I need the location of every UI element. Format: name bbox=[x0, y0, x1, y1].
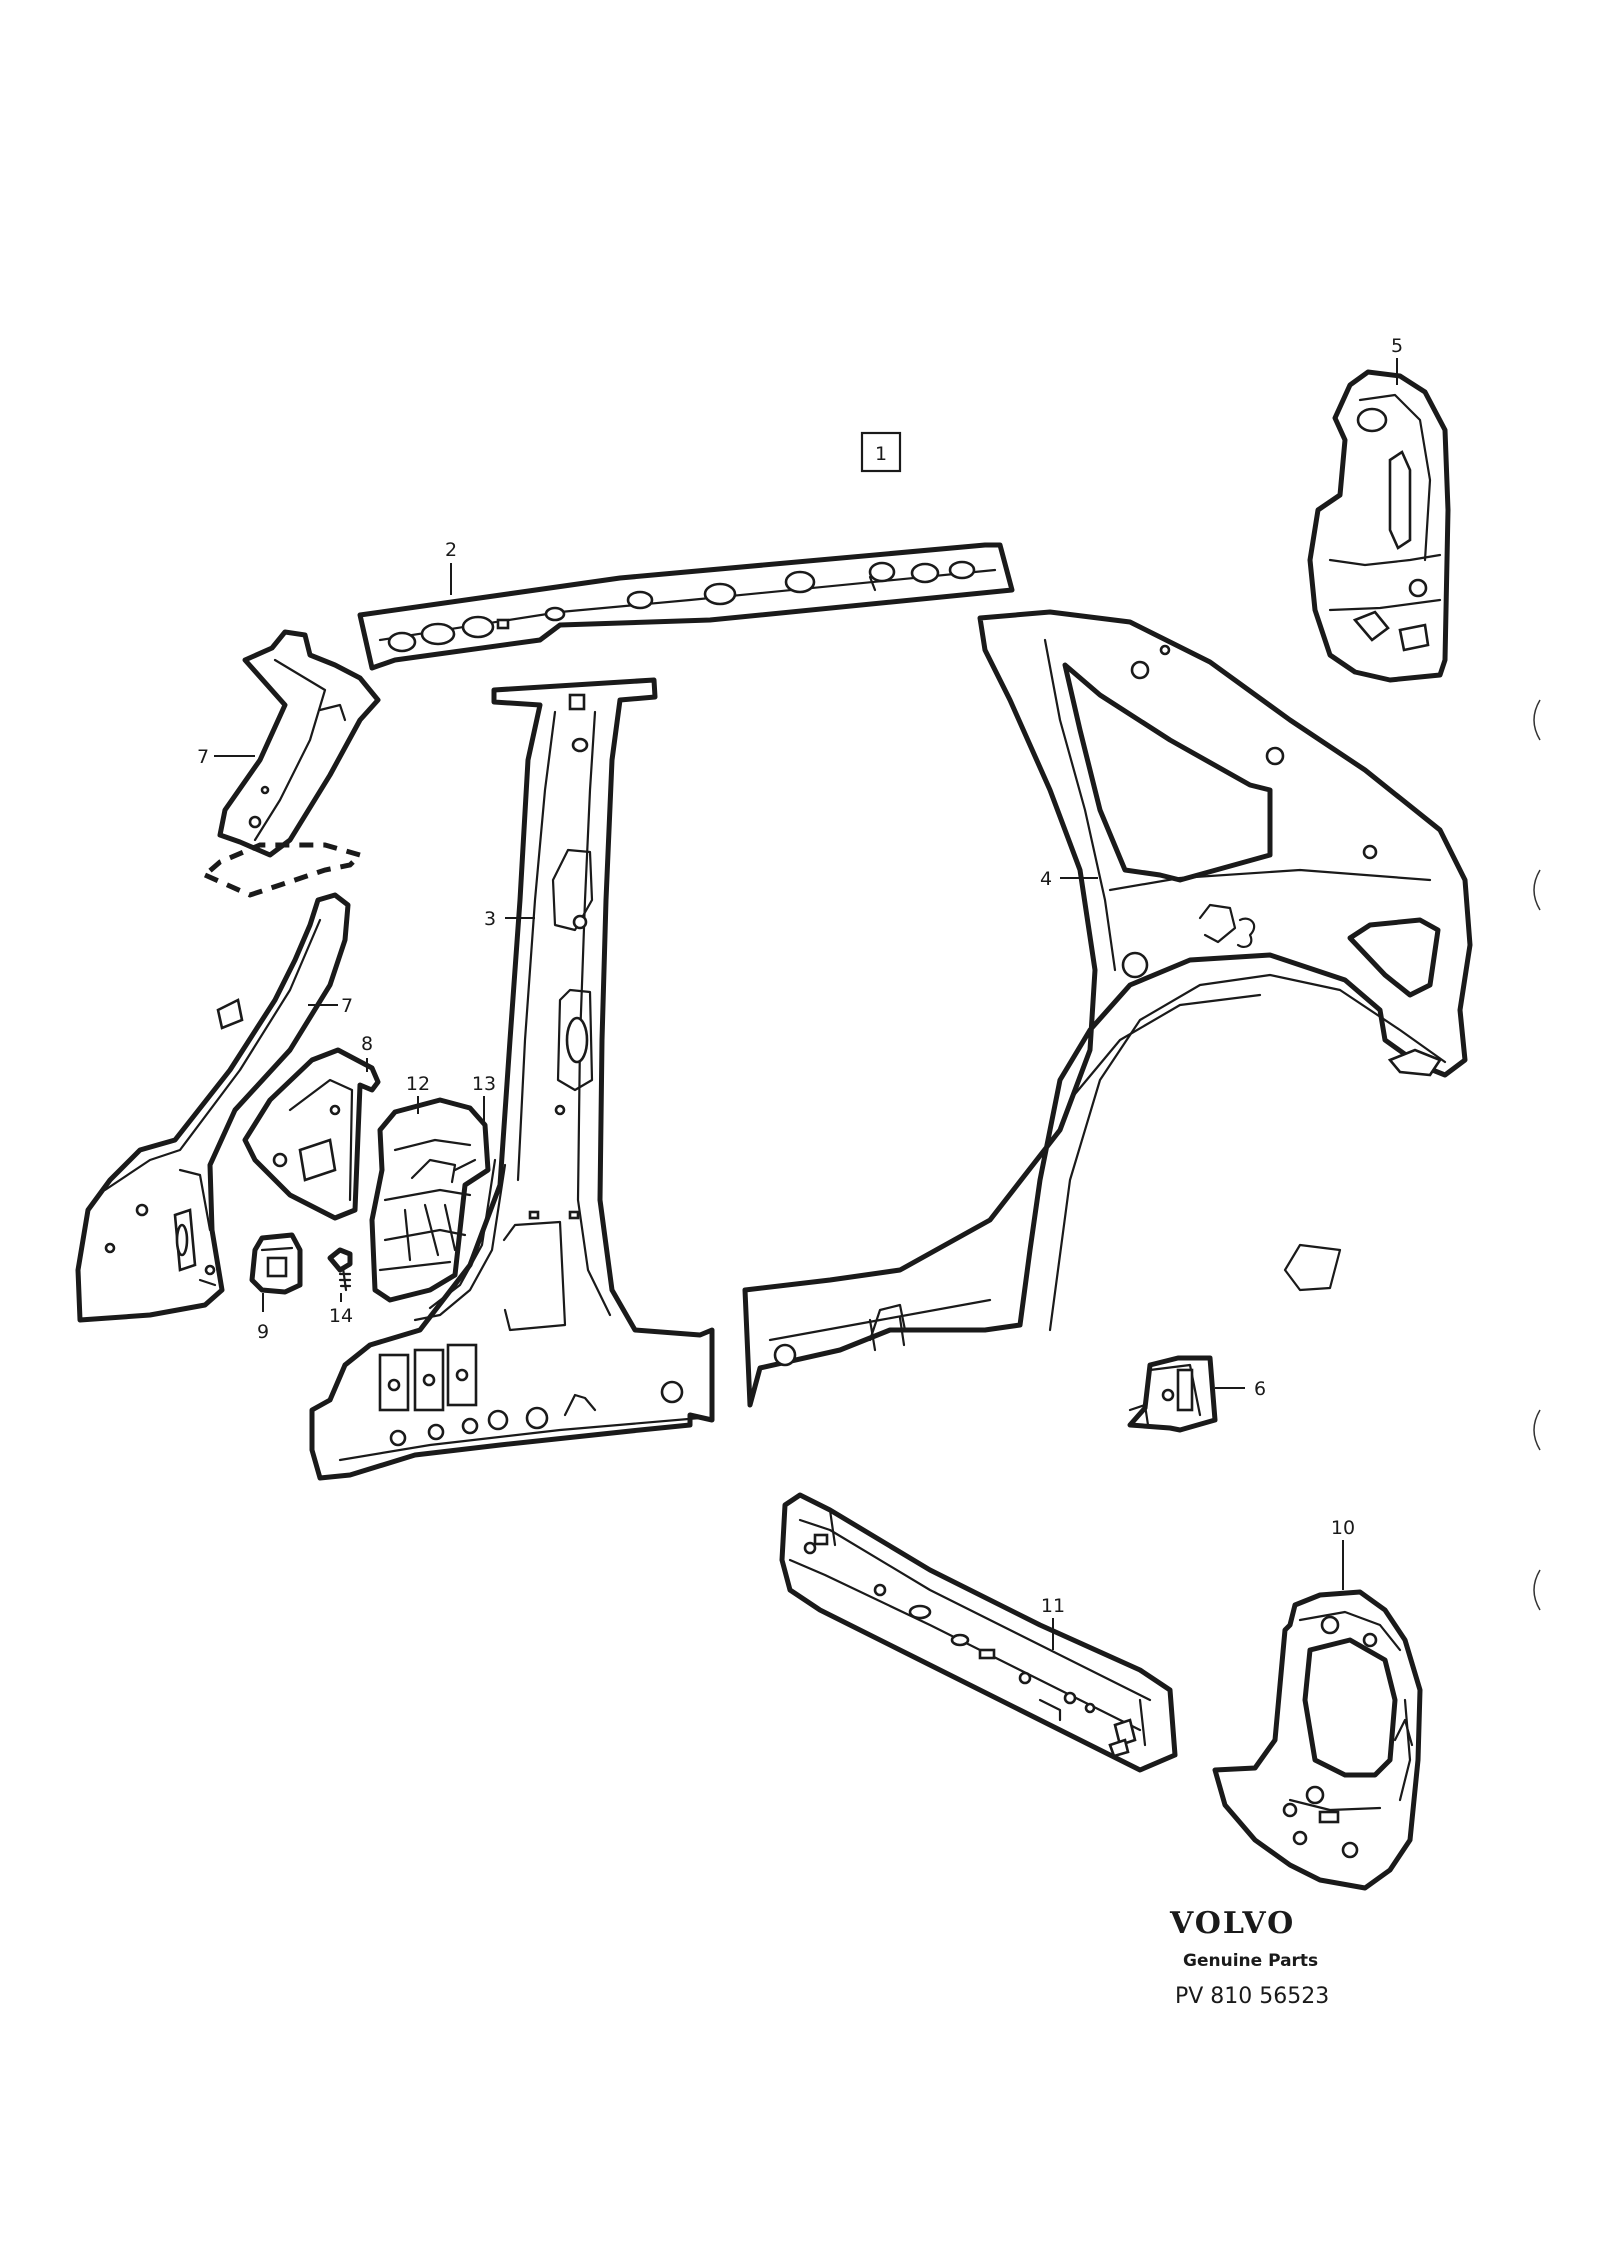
callout-10: 10 bbox=[1331, 1517, 1355, 1539]
part-10-rear-inner-panel[interactable] bbox=[1212, 1589, 1423, 1891]
callout-2: 2 bbox=[445, 539, 457, 561]
part-12-reinforcement[interactable] bbox=[369, 1097, 491, 1303]
part-2-roof-rail[interactable] bbox=[357, 542, 1015, 671]
part-14-bolt[interactable] bbox=[327, 1247, 353, 1292]
callout-13: 13 bbox=[472, 1073, 496, 1095]
callout-8: 8 bbox=[361, 1033, 373, 1055]
callout-9: 9 bbox=[257, 1321, 269, 1343]
branding-block: VOLVO Genuine Parts PV 810 56523 bbox=[1169, 1906, 1329, 2009]
volvo-logo: VOLVO bbox=[1169, 1906, 1295, 1941]
group-reference-number: 1 bbox=[875, 443, 887, 465]
dashed-connector bbox=[200, 842, 365, 898]
callout-7-lower: 7 bbox=[341, 995, 353, 1017]
part-6-small-bracket[interactable] bbox=[1127, 1355, 1218, 1433]
part-7-a-pillar-upper[interactable] bbox=[217, 629, 381, 858]
callout-14: 14 bbox=[329, 1305, 353, 1327]
part-5-rear-bracket[interactable] bbox=[1307, 369, 1451, 683]
callout-6: 6 bbox=[1254, 1378, 1266, 1400]
leader-lines bbox=[214, 358, 1398, 1650]
part-11-sill-panel[interactable] bbox=[779, 1492, 1178, 1773]
part-sheet-code: PV 810 56523 bbox=[1175, 1984, 1329, 2009]
margin-marks bbox=[1533, 699, 1541, 1611]
callout-3: 3 bbox=[484, 908, 496, 930]
callout-11: 11 bbox=[1041, 1595, 1065, 1617]
part-13-seal-strip[interactable] bbox=[413, 1158, 507, 1322]
part-9-clip[interactable] bbox=[249, 1232, 303, 1295]
callout-7-upper: 7 bbox=[197, 746, 209, 768]
part-4-rear-quarter-panel[interactable] bbox=[742, 609, 1473, 1408]
part-8-bracket[interactable] bbox=[242, 1047, 381, 1221]
callout-12: 12 bbox=[406, 1073, 430, 1095]
part-3-b-pillar[interactable] bbox=[309, 677, 715, 1481]
callout-5: 5 bbox=[1391, 335, 1403, 357]
part-7-a-pillar-lower[interactable] bbox=[75, 892, 351, 1323]
callout-4: 4 bbox=[1040, 868, 1052, 890]
group-reference-box: 1 bbox=[860, 431, 902, 473]
callout-labels: 2 3 4 5 6 7 7 8 9 10 11 12 13 14 bbox=[197, 335, 1403, 1617]
genuine-parts-label: Genuine Parts bbox=[1183, 1951, 1318, 1971]
